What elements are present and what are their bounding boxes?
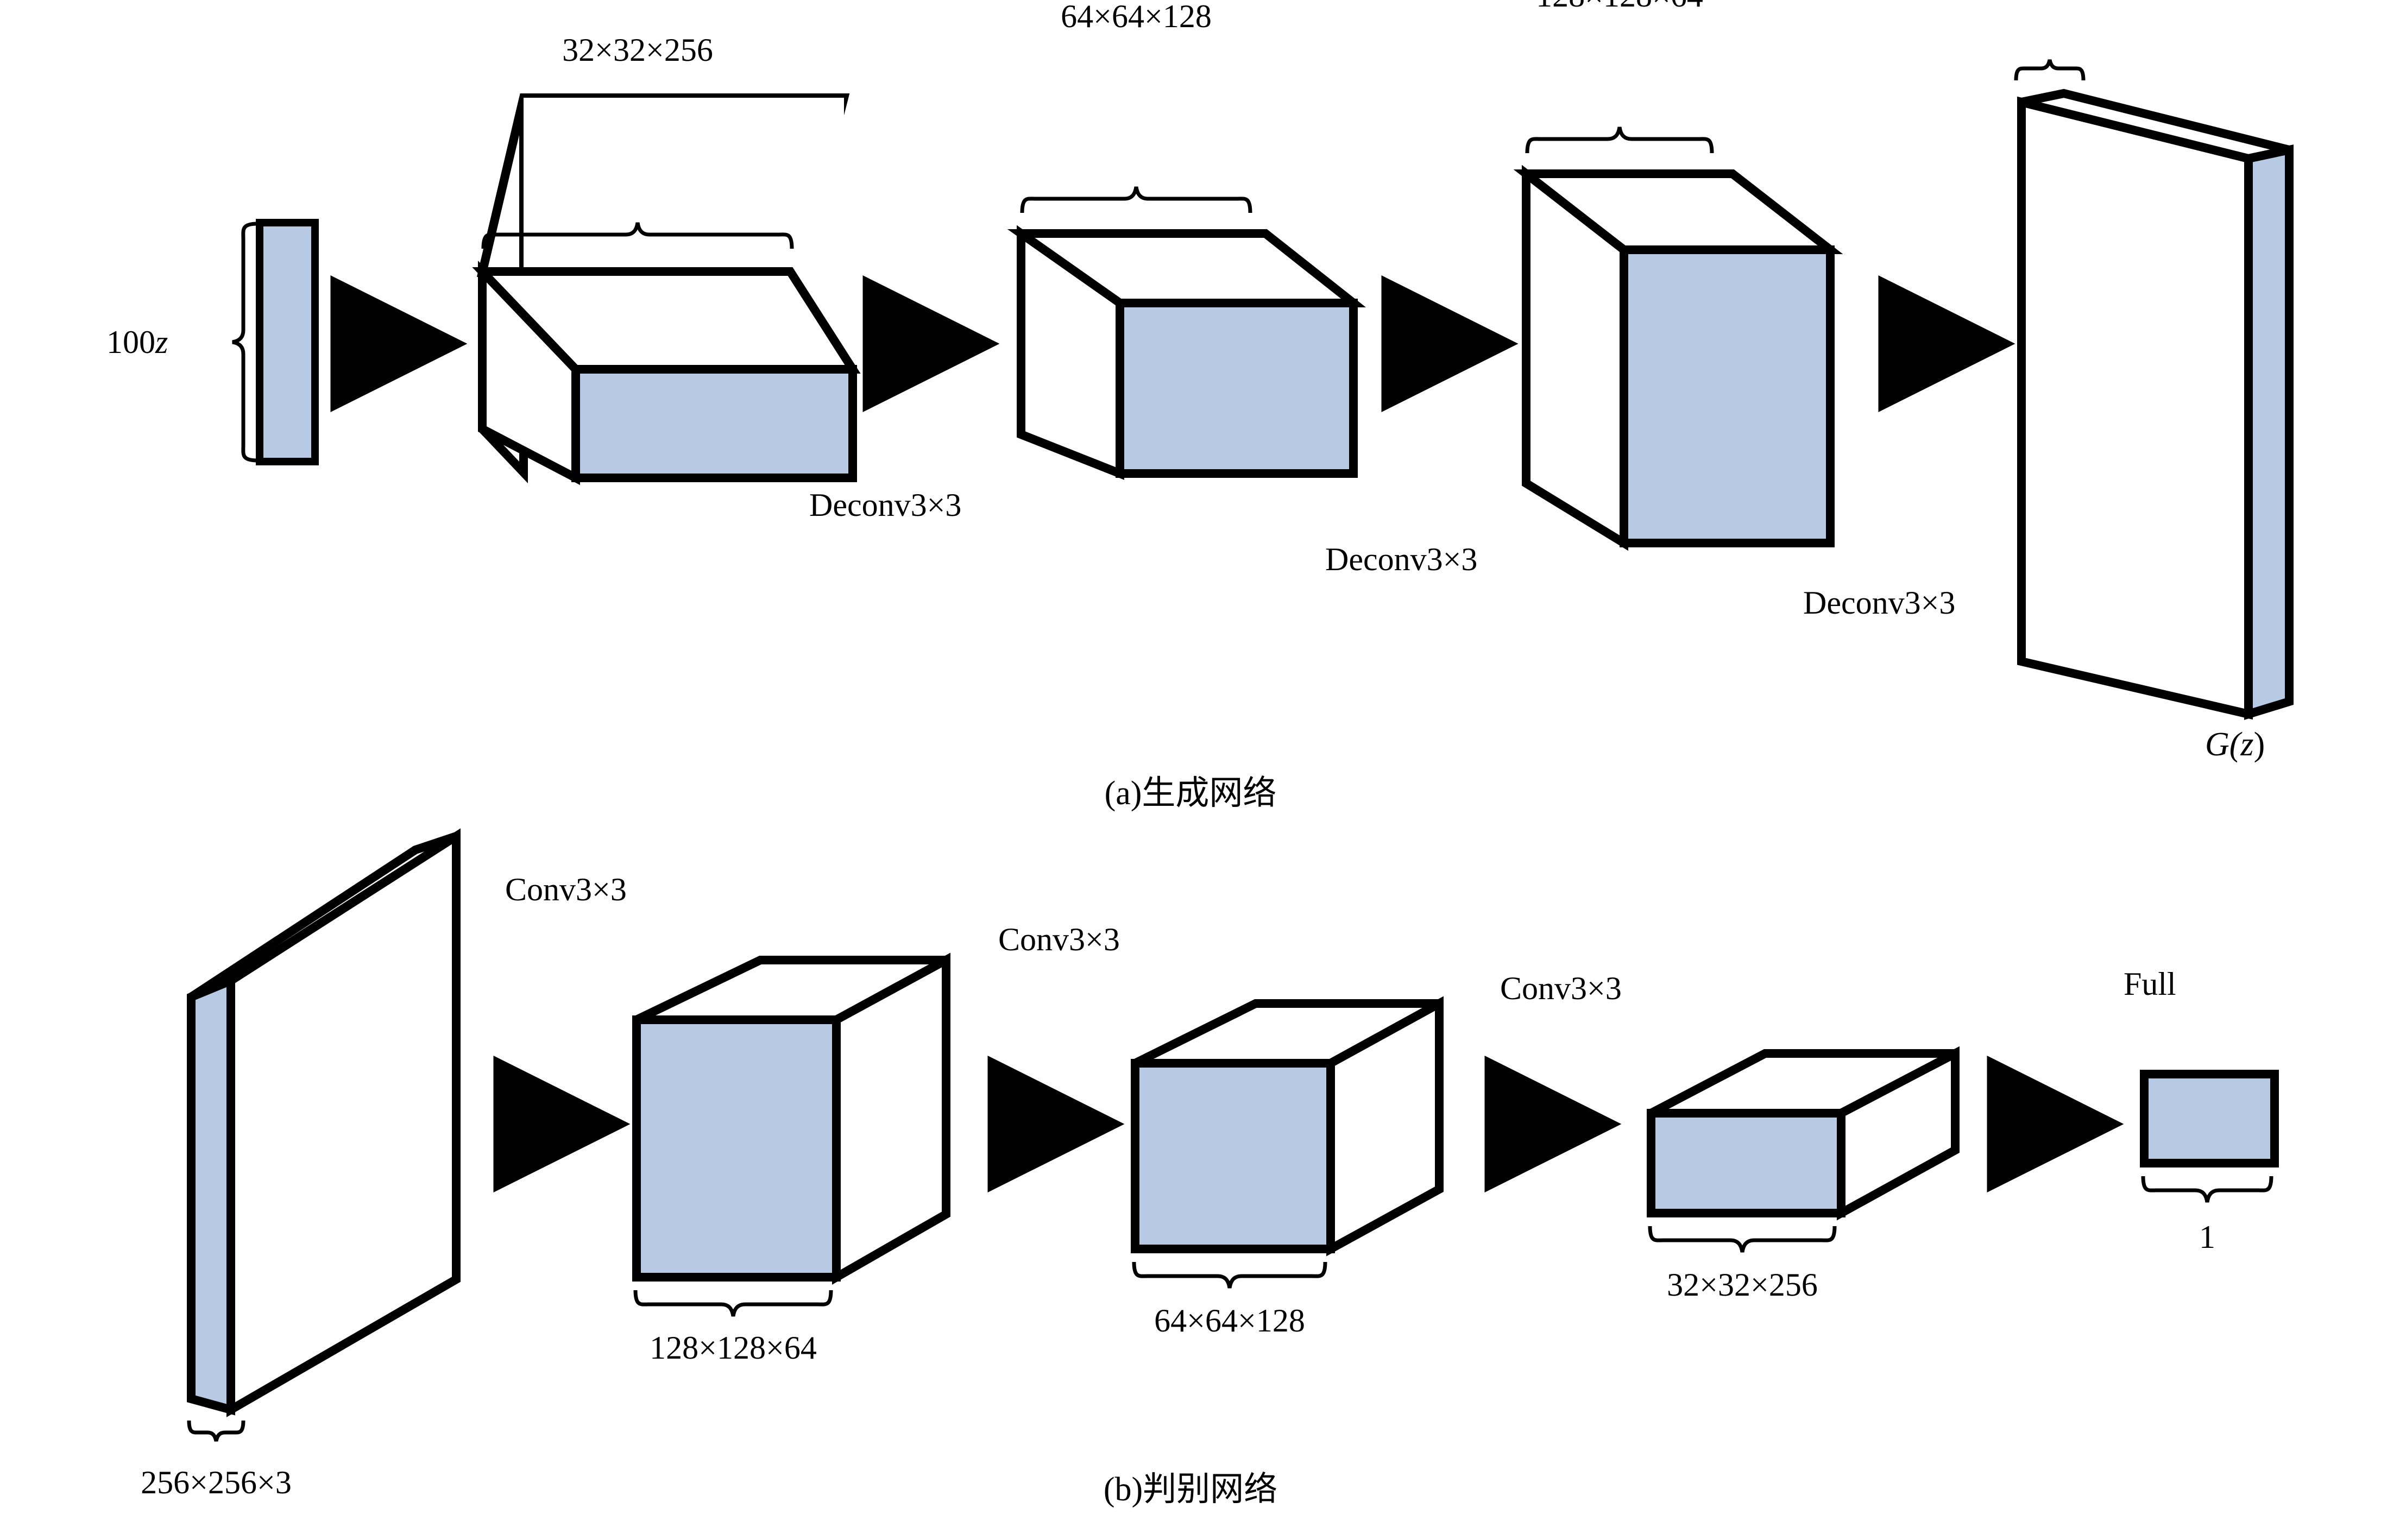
discriminator-op-2: Conv3×3 (998, 922, 1120, 957)
brace-d-128x128x64-bottom (633, 1290, 833, 1317)
generator-box-2 (1007, 225, 1366, 480)
caption-generator: (a)生成网络 (1104, 775, 1277, 812)
discriminator-box-1 (632, 952, 950, 1285)
discriminator-dim-1: 128×128×64 (650, 1330, 817, 1366)
generator-op-3: Deconv3×3 (1803, 585, 1956, 621)
discriminator-input-slab (187, 828, 461, 1417)
generator-output-slab (2017, 89, 2294, 720)
discriminator-box-3 (1647, 1046, 1960, 1221)
discriminator-dim-3: 32×32×256 (1667, 1267, 1818, 1303)
brace-64x64x128-top (1020, 186, 1252, 213)
generator-box-3 (1513, 165, 1843, 551)
brace-d-32x32x256-bottom (1648, 1226, 1837, 1253)
brace-d-64x64x128-bottom (1132, 1261, 1327, 1289)
brace-256x256x3-top (2014, 59, 2086, 81)
generator-op-1: Deconv3×3 (809, 487, 962, 523)
generator-output-label: G(z) (2205, 726, 2265, 763)
generator-box-1 (472, 261, 861, 485)
discriminator-dim-2: 64×64×128 (1154, 1303, 1305, 1339)
brace-d-1-bottom (2141, 1176, 2273, 1203)
generator-latent-vector (256, 219, 319, 465)
caption-discriminator: (b)判别网络 (1103, 1471, 1278, 1508)
discriminator-op-1: Conv3×3 (505, 872, 627, 907)
generator-dim-1: 32×32×256 (562, 32, 713, 68)
discriminator-dim-4: 1 (2199, 1219, 2215, 1255)
discriminator-op-3: Conv3×3 (1500, 970, 1622, 1006)
brace-128x128x64-top (1525, 127, 1714, 154)
generator-op-2: Deconv3×3 (1325, 541, 1478, 577)
brace-32x32x256-top (481, 222, 794, 249)
discriminator-output-rect (2140, 1070, 2279, 1167)
discriminator-dim-0: 256×256×3 (141, 1465, 292, 1500)
discriminator-op-4: Full (2124, 966, 2176, 1002)
brace-d-256x256x3-bottom (187, 1420, 245, 1442)
discriminator-box-2 (1131, 996, 1444, 1257)
generator-dim-3: 128×128×64 (1536, 0, 1703, 12)
generator-latent-label: 100z (106, 324, 168, 360)
brace-100z (232, 222, 258, 463)
generator-dim-2: 64×64×128 (1061, 0, 1212, 34)
